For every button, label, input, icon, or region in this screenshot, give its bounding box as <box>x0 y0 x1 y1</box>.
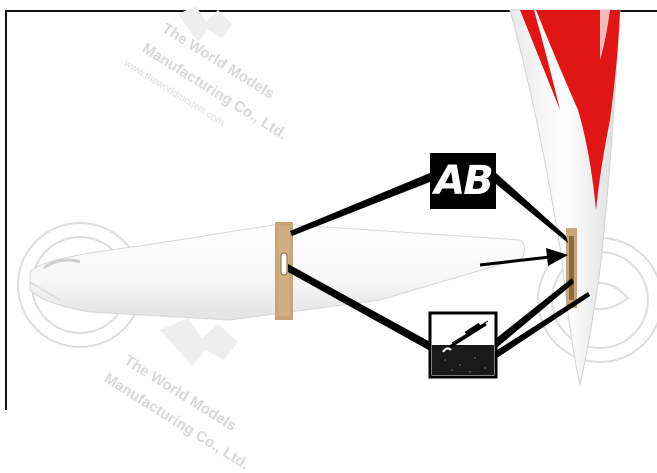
glue-syringe-icon <box>430 313 496 377</box>
callout-line-ab-to-wing <box>290 173 430 236</box>
watermark-logo-bottom <box>160 318 238 366</box>
watermark-logo-top <box>178 6 232 42</box>
diagram-stage: The World Models Manufacturing Co., Ltd.… <box>0 0 657 410</box>
ab-callout-label: AB <box>430 153 496 209</box>
illustration <box>0 0 657 410</box>
stabilizer-slot <box>281 253 287 275</box>
